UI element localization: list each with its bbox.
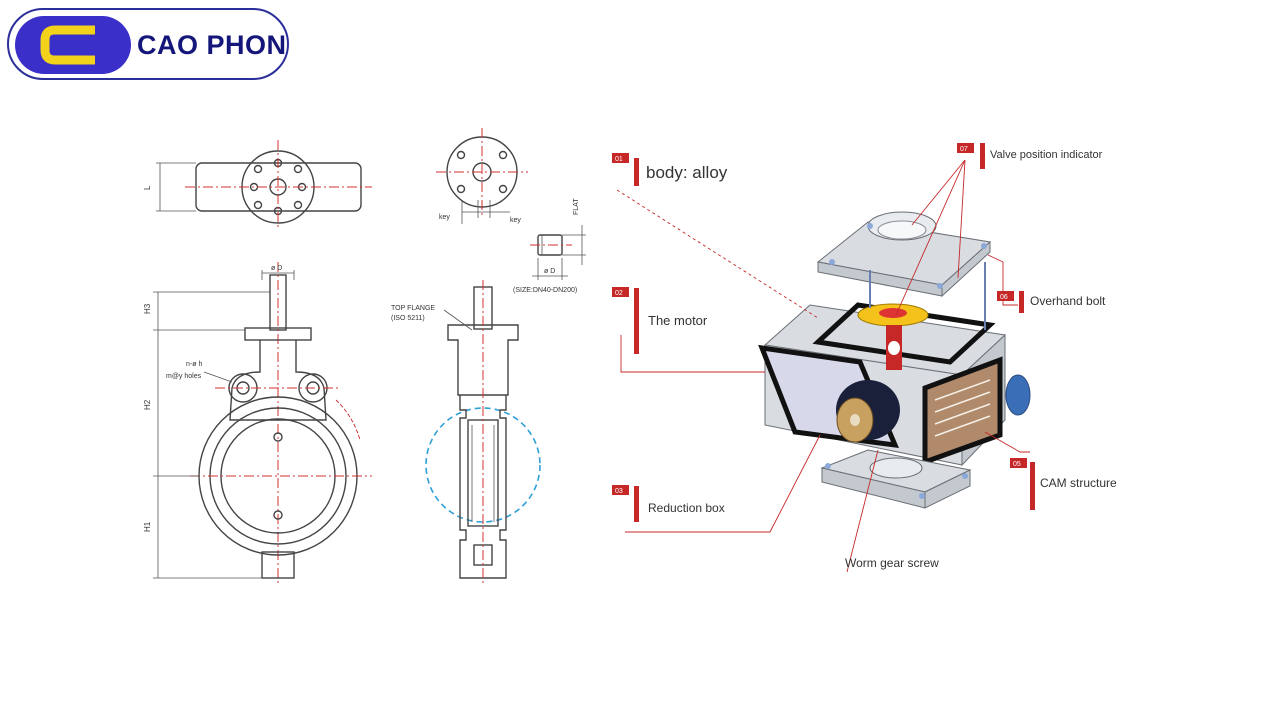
callout-body: 01 body: alloy [612,153,728,186]
key-right-label: key [510,217,521,224]
callout-worm-label: Worm gear screw [845,556,939,570]
top-flange-label-2: (ISO 5211) [391,315,425,322]
side-section-view: TOP FLANGE (ISO 5211) [391,280,541,585]
callout-worm: Worm gear screw [845,556,939,570]
callout-motor: 02 The motor [612,287,708,354]
size-note: (SIZE:DN40-DN200) [513,287,577,294]
callout-body-num: 01 [615,156,623,163]
dim-d-small-label: ø D [544,268,555,275]
brand-logo: CAO PHONG [7,8,289,80]
callout-indicator-num: 07 [960,146,968,153]
callout-bolt: 06 Overhand bolt [997,291,1106,313]
logo-c-icon [40,25,95,65]
logo-mark [15,16,131,74]
dim-h1-label: H1 [143,521,152,532]
callout-reduction: 03 Reduction box [612,485,725,522]
top-flange-label-1: TOP FLANGE [391,305,435,312]
callout-indicator: 07 Valve position indicator [957,143,1103,169]
callout-cam-num: 05 [1013,461,1021,468]
flat-label: FLAT [573,198,580,215]
actuator-exploded-view [758,211,1031,509]
front-view: H3 H2 H1 ø D n-ø h m@y holes [143,262,372,585]
top-view: L [143,140,372,230]
callout-cam-label: CAM structure [1040,476,1117,490]
flat-detail: FLAT ø D (SIZE:DN40-DN200) [513,198,586,294]
callout-leaders [616,159,1030,573]
callout-body-label: body: alloy [646,163,728,182]
dim-h2-label: H2 [143,399,152,410]
callout-bolt-num: 06 [1000,294,1008,301]
dim-l-label: L [143,185,152,190]
holes-note-1: n-ø h [186,361,202,368]
callout-reduction-num: 03 [615,488,623,495]
callout-reduction-label: Reduction box [648,501,725,515]
dim-d-top-label: ø D [271,265,282,272]
callout-cam: 05 CAM structure [1010,458,1117,510]
shaft-end-view: key key [436,128,528,224]
brand-name: CAO PHONG [137,30,287,60]
callout-bolt-label: Overhand bolt [1030,294,1106,308]
callout-motor-label: The motor [648,313,708,328]
callout-motor-num: 02 [615,290,623,297]
dim-h3-label: H3 [143,303,152,314]
key-left-label: key [439,214,450,221]
holes-note-2: m@y holes [166,373,202,380]
callout-indicator-label: Valve position indicator [990,149,1103,161]
